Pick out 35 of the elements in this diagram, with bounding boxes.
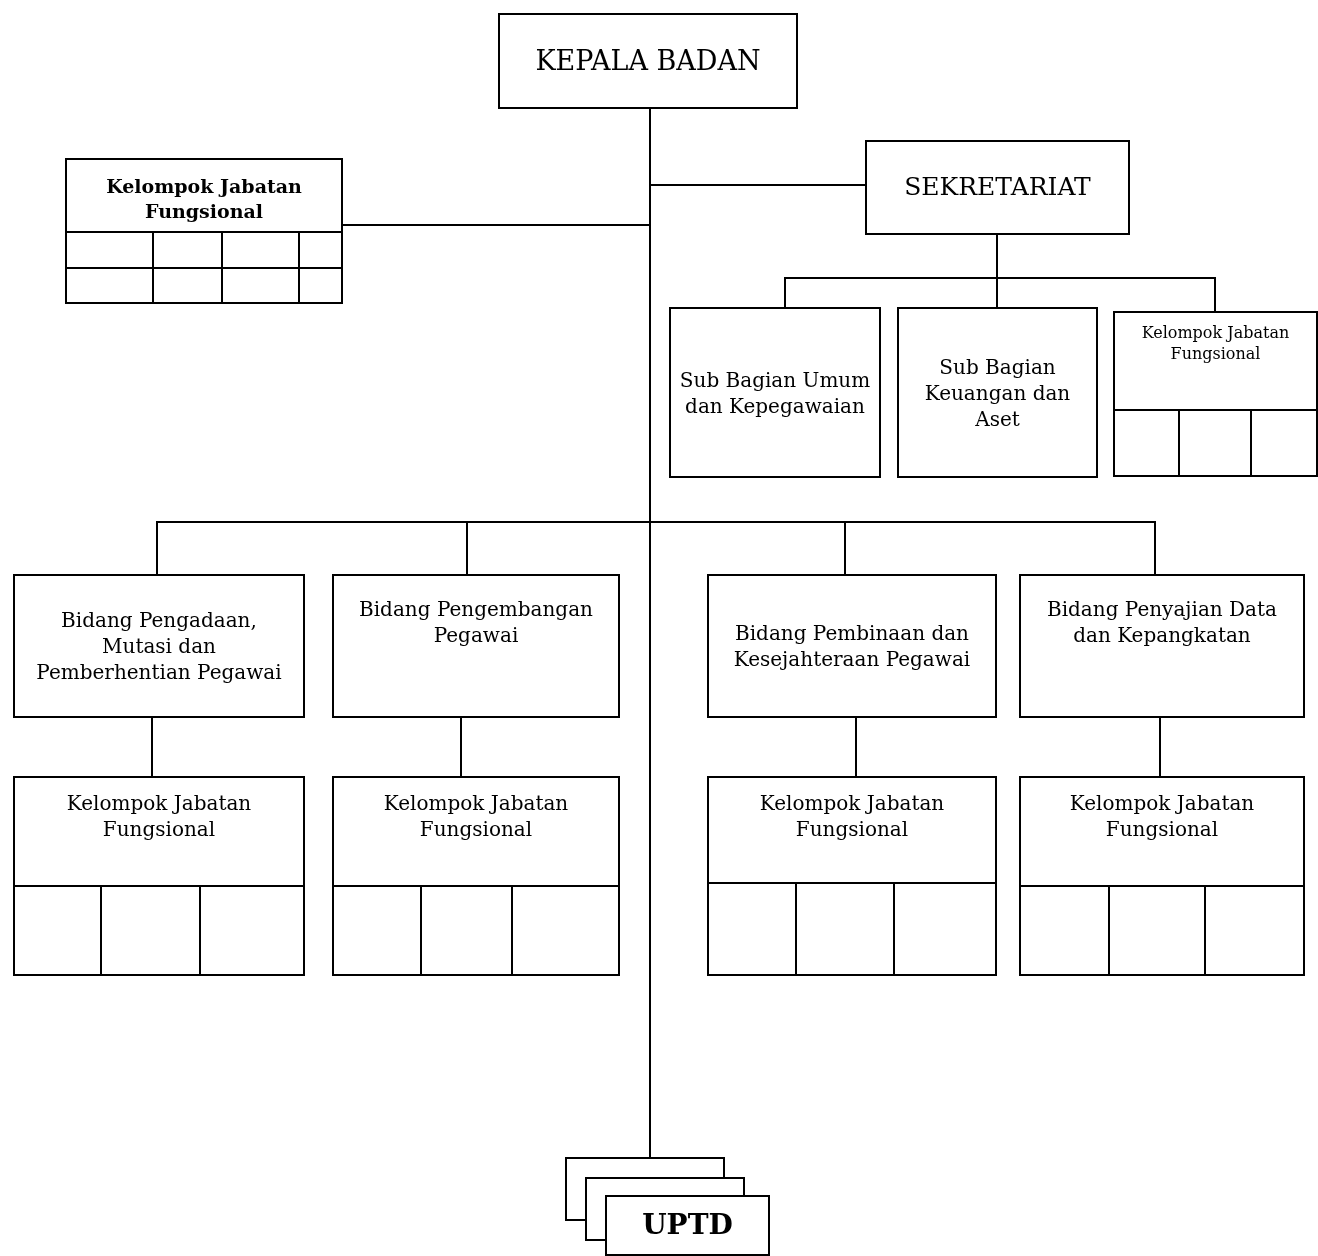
connector-line	[460, 717, 462, 777]
connector-line	[855, 717, 857, 777]
unit-box	[498, 13, 798, 109]
node-label: Sub Bagian Keuangan dan Aset	[923, 353, 1072, 432]
unit-box	[669, 307, 881, 478]
node-label: Bidang Pengembangan Pegawai	[358, 596, 594, 648]
unit-box	[1019, 776, 1305, 976]
unit-box	[13, 574, 305, 718]
unit-box	[1019, 574, 1305, 718]
unit-box	[13, 776, 305, 976]
node-label: Kelompok Jabatan Fungsional	[105, 173, 303, 224]
node-label: Kelompok Jabatan Fungsional	[65, 790, 253, 842]
node-label: Kelompok Jabatan Fungsional	[758, 790, 946, 842]
node-label: Bidang Pengadaan, Mutasi dan Pemberhentian Pegawai	[35, 607, 283, 685]
node-label: UPTD	[641, 1207, 734, 1244]
unit-box	[865, 140, 1130, 235]
connector-line	[996, 234, 1216, 312]
connector-line	[1159, 717, 1161, 777]
unit-box	[707, 776, 997, 976]
node-label: Sub Bagian Umum dan Kepegawaian	[678, 366, 872, 419]
unit-box	[707, 574, 997, 718]
unit-box	[332, 574, 620, 718]
node-label: Bidang Penyajian Data dan Kepangkatan	[1045, 596, 1278, 648]
unit-box	[332, 776, 620, 976]
unit-box	[65, 158, 343, 304]
node-label: Bidang Pembinaan dan Kesejahteraan Pegawai	[732, 620, 972, 672]
unit-box	[897, 307, 1098, 478]
node-label: KEPALA BADAN	[534, 44, 762, 79]
node-label: Kelompok Jabatan Fungsional	[1140, 323, 1291, 365]
node-label: Kelompok Jabatan Fungsional	[1068, 790, 1256, 842]
unit-box	[1113, 311, 1318, 477]
connector-line	[151, 717, 153, 777]
node-label: SEKRETARIAT	[903, 171, 1092, 204]
stacked-unit-boxes	[565, 1157, 770, 1256]
node-label: Kelompok Jabatan Fungsional	[382, 790, 570, 842]
